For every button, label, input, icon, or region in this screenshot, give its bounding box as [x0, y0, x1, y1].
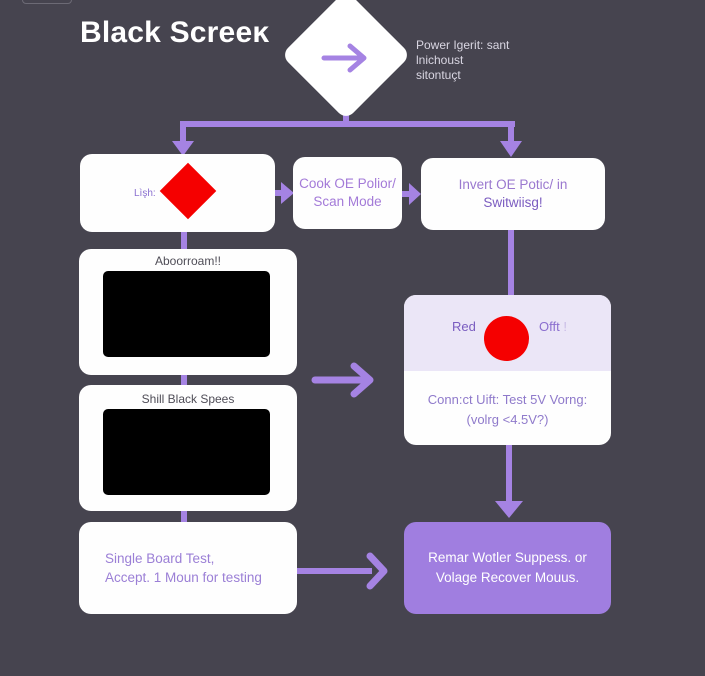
start-note: Power Igerit: sant lnichoust sitontuçt — [416, 38, 509, 83]
single-board-line: Accept. 1 Moun for testing — [105, 570, 262, 585]
still-black-screen-node[interactable]: Shill Black Spees — [79, 385, 297, 511]
abnormal-caption: Aboorroam!! — [154, 254, 222, 268]
single-board-line: Single Board Test, — [105, 551, 215, 566]
start-note-line: Power Igerit: sant — [416, 38, 510, 52]
connector-light-scan — [274, 190, 284, 196]
remar-line: Volage Recover Mouus. — [435, 570, 580, 585]
remar-recover-node[interactable]: Remar Wotler Suppess. or Volage Recover … — [404, 522, 611, 614]
invert-line: Invert OE Potic/ in — [458, 177, 568, 192]
arrowhead-scan-invert — [409, 183, 421, 205]
connector-scan-invert — [401, 191, 411, 197]
led-check-node[interactable]: Red Offt ! Conn:ct Uift: Test 5V Vorng: … — [404, 295, 611, 445]
arrow-right-mid — [311, 362, 374, 398]
still-black-caption: Shill Black Spees — [141, 392, 235, 406]
connector-led-remar — [506, 444, 512, 506]
led-right-label: Offt ! — [539, 319, 567, 334]
light-label: Lìşh: — [134, 188, 156, 199]
black-screen-preview — [103, 271, 270, 357]
connector-invert-led — [508, 229, 514, 296]
arrowhead-led-remar — [495, 501, 523, 518]
scan-line: Scan Mode — [313, 194, 382, 209]
connector-still-single — [181, 510, 187, 523]
invert-line: Switwiisg! — [483, 195, 543, 210]
scan-mode-node[interactable]: Cook OE Polior/ Scan Mode — [293, 157, 402, 229]
led-line: Conn:ct Uift: Test 5V Vorng: — [427, 392, 588, 407]
connector-abnormal-still — [181, 374, 187, 386]
led-right-text: Offt — [539, 319, 560, 334]
connector-light-abnormal — [181, 231, 187, 251]
start-note-line: sitontuçt — [416, 68, 461, 82]
single-board-test-node[interactable]: Single Board Test, Accept. 1 Moun for te… — [79, 522, 297, 614]
abnormal-screen-node[interactable]: Aboorroam!! — [79, 249, 297, 375]
led-left-label: Red — [452, 319, 476, 334]
led-right-mark: ! — [563, 319, 567, 334]
connector-left-drop — [180, 121, 186, 143]
red-led-icon — [484, 316, 529, 361]
arrow-right-icon — [321, 43, 367, 73]
scan-line: Cook OE Polior/ — [299, 176, 396, 191]
black-screen-preview — [103, 409, 270, 495]
remar-line: Remar Wotler Suppess. or — [428, 550, 587, 565]
led-instructions: Conn:ct Uift: Test 5V Vorng: (volrg <4.5… — [404, 390, 611, 430]
start-note-line: lnichoust — [416, 53, 464, 67]
invert-node[interactable]: Invert OE Potic/ in Switwiisg! — [421, 158, 605, 230]
connector-single-remar — [296, 568, 372, 574]
connector-right-drop — [508, 121, 514, 143]
arrowhead-down-left — [172, 141, 194, 156]
led-line: (volrg <4.5V?) — [466, 412, 549, 427]
arrowhead-light-scan — [281, 182, 294, 204]
page-title: Black Screeĸ — [80, 16, 270, 49]
arrowhead-down-right — [500, 141, 522, 157]
connector-top-bus — [180, 121, 515, 127]
arrowhead-single-remar — [366, 552, 388, 590]
